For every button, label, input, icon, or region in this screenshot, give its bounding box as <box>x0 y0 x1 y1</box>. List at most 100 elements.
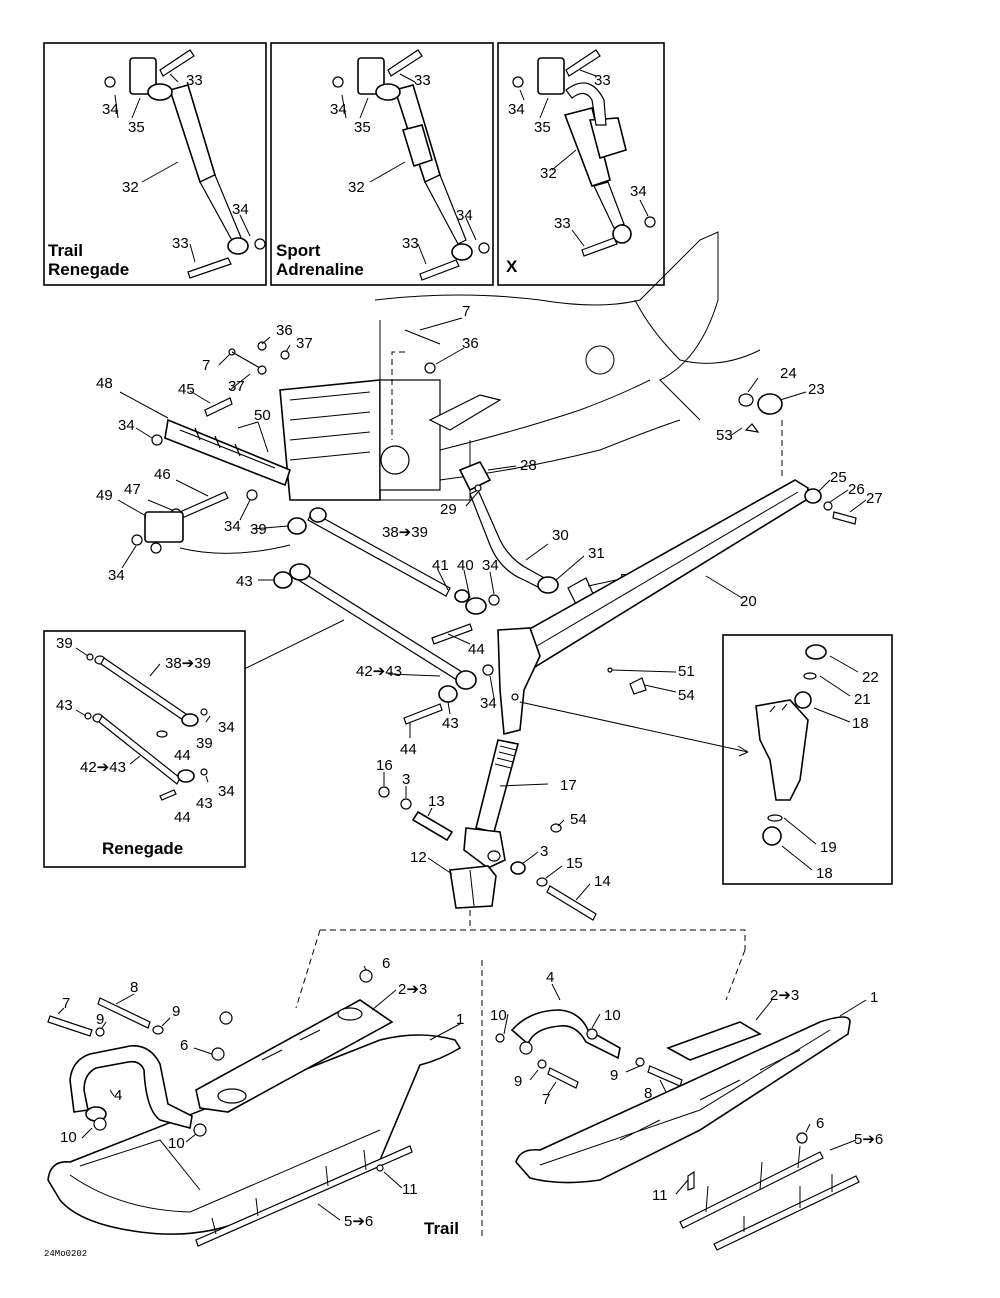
callout-44: 44 <box>174 809 191 826</box>
callout-37: 37 <box>296 335 313 352</box>
callout-39: 39 <box>250 521 267 538</box>
callout-28: 28 <box>520 457 537 474</box>
callout-33: 33 <box>172 235 189 252</box>
callout-33: 33 <box>594 72 611 89</box>
inset-title-line1: Trail <box>48 241 83 260</box>
callout-5-6: 5➔6 <box>854 1131 883 1148</box>
callout-32: 32 <box>348 179 365 196</box>
callout-34: 34 <box>630 183 647 200</box>
callout-15: 15 <box>566 855 583 872</box>
inset-title-line2: Renegade <box>48 260 129 279</box>
ski-trail: 7 9 8 9 6 6 2➔3 1 4 10 10 11 5➔6 Trail <box>47 955 464 1247</box>
callout-48: 48 <box>96 375 113 392</box>
callout-9: 9 <box>96 1011 104 1028</box>
callout-25: 25 <box>830 469 847 486</box>
spindle-assembly: 17 16 3 13 54 3 15 14 12 <box>295 739 746 1240</box>
callout-36: 36 <box>276 322 293 339</box>
callout-43: 43 <box>236 573 253 590</box>
callout-7: 7 <box>542 1091 550 1108</box>
callout-34: 34 <box>218 783 235 800</box>
callout-4: 4 <box>114 1087 122 1104</box>
inset-x: 34 35 33 32 34 33 X <box>497 42 665 286</box>
callout-33: 33 <box>554 215 571 232</box>
radius-rods: 39 38➔39 43 41 40 34 44 42➔43 34 43 44 <box>229 507 500 758</box>
callout-43: 43 <box>442 715 459 732</box>
callout-20: 20 <box>740 593 757 610</box>
callout-54: 54 <box>570 811 587 828</box>
inset-renegade: 39 38➔39 43 34 39 44 42➔43 34 43 44 Rene… <box>43 630 246 868</box>
callout-34: 34 <box>118 417 135 434</box>
callout-34: 34 <box>482 557 499 574</box>
callout-50: 50 <box>254 407 271 424</box>
callout-34: 34 <box>232 201 249 218</box>
callout-7: 7 <box>202 357 210 374</box>
callout-1: 1 <box>456 1011 464 1028</box>
callout-43: 43 <box>196 795 213 812</box>
callout-34: 34 <box>224 518 241 535</box>
trailing-arm: 24 23 53 25 26 27 20 51 54 <box>497 365 883 736</box>
drawing-code: 24Mo0202 <box>44 1249 87 1259</box>
callout-33: 33 <box>402 235 419 252</box>
callout-16: 16 <box>376 757 393 774</box>
callout-54: 54 <box>678 687 695 704</box>
callout-34: 34 <box>102 101 119 118</box>
callout-6: 6 <box>180 1037 188 1054</box>
callout-3: 3 <box>540 843 548 860</box>
callout-38-39: 38➔39 <box>165 655 211 672</box>
callout-19: 19 <box>820 839 837 856</box>
callout-51: 51 <box>678 663 695 680</box>
callout-40: 40 <box>457 557 474 574</box>
callout-26: 26 <box>848 481 865 498</box>
callout-7: 7 <box>462 303 470 320</box>
callout-44: 44 <box>400 741 417 758</box>
inset-title-line1: Sport <box>276 241 321 260</box>
callout-41: 41 <box>432 557 449 574</box>
inset-title: X <box>506 257 518 276</box>
ski-right: 4 10 10 9 7 9 8 2➔3 1 6 5➔6 11 <box>490 969 883 1251</box>
callout-44: 44 <box>468 641 485 658</box>
inset-spindle-detail: 22 21 18 19 18 <box>519 634 893 885</box>
callout-35: 35 <box>534 119 551 136</box>
callout-23: 23 <box>808 381 825 398</box>
callout-30: 30 <box>552 527 569 544</box>
callout-24: 24 <box>780 365 797 382</box>
callout-42-43: 42➔43 <box>80 759 126 776</box>
steering-arm: 28 29 30 31 52 <box>440 457 637 605</box>
callout-2-3: 2➔3 <box>398 981 427 998</box>
callout-9: 9 <box>172 1003 180 1020</box>
callout-6: 6 <box>816 1115 824 1132</box>
callout-17: 17 <box>560 777 577 794</box>
callout-11: 11 <box>652 1187 668 1204</box>
callout-13: 13 <box>428 793 445 810</box>
callout-27: 27 <box>866 490 883 507</box>
callout-8: 8 <box>644 1085 652 1102</box>
callout-7: 7 <box>62 995 70 1012</box>
callout-18: 18 <box>852 715 869 732</box>
callout-46: 46 <box>154 466 171 483</box>
callout-39: 39 <box>56 635 73 652</box>
callout-53: 53 <box>716 427 733 444</box>
callout-21: 21 <box>854 691 871 708</box>
callout-35: 35 <box>128 119 145 136</box>
callout-35: 35 <box>354 119 371 136</box>
callout-5-6: 5➔6 <box>344 1213 373 1230</box>
upper-bracket-assembly: 48 45 37 36 37 7 50 34 46 47 49 34 34 7 … <box>96 303 479 584</box>
ski-title: Trail <box>424 1219 459 1238</box>
callout-14: 14 <box>594 873 611 890</box>
callout-10: 10 <box>604 1007 621 1024</box>
callout-34: 34 <box>108 567 125 584</box>
callout-37: 37 <box>228 378 245 395</box>
inset-sport-adrenaline: 34 35 33 32 34 33 Sport Adrenaline <box>270 42 494 286</box>
callout-22: 22 <box>862 669 879 686</box>
callout-1: 1 <box>870 989 878 1006</box>
chassis-outline <box>279 231 761 501</box>
callout-38-39: 38➔39 <box>382 524 428 541</box>
callout-33: 33 <box>186 72 203 89</box>
callout-12: 12 <box>410 849 427 866</box>
callout-9: 9 <box>514 1073 522 1090</box>
callout-42-43: 42➔43 <box>356 663 402 680</box>
callout-2-3: 2➔3 <box>770 987 799 1004</box>
callout-44: 44 <box>174 747 191 764</box>
callout-36: 36 <box>462 335 479 352</box>
